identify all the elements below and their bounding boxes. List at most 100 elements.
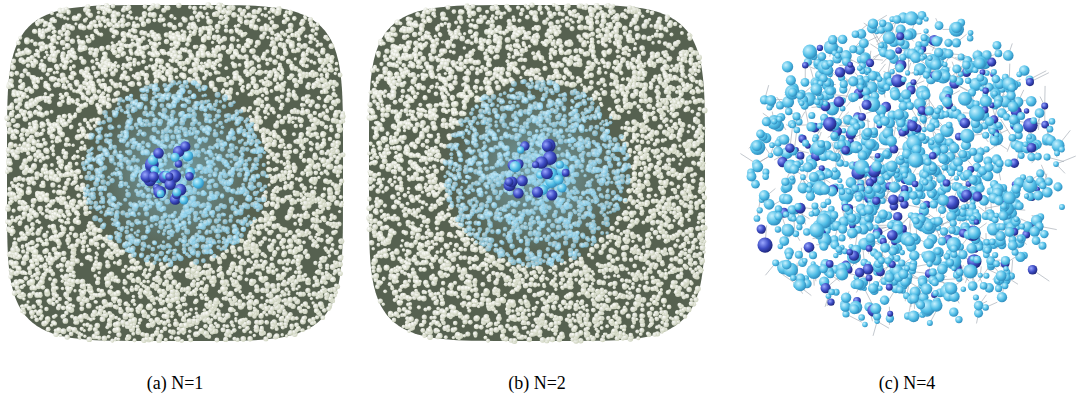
water-atom	[210, 318, 213, 321]
water-atom	[331, 99, 337, 105]
water-atom	[102, 11, 107, 16]
water-atom	[79, 306, 84, 311]
water-atom	[294, 57, 297, 60]
water-atom	[60, 40, 66, 46]
water-atom	[17, 176, 22, 181]
water-atom	[339, 195, 343, 199]
water-atom	[276, 54, 281, 59]
water-atom	[228, 307, 234, 313]
water-atom	[33, 41, 38, 46]
water-atom	[16, 114, 21, 119]
water-atom	[329, 218, 333, 222]
water-atom	[48, 266, 51, 269]
water-atom	[182, 17, 187, 22]
water-atom	[306, 277, 309, 280]
water-atom	[31, 232, 35, 236]
water-atom	[24, 236, 27, 239]
water-atom	[169, 14, 173, 18]
water-atom	[81, 25, 86, 30]
water-atom	[271, 51, 276, 56]
water-atom	[56, 71, 59, 74]
water-atom	[329, 43, 335, 49]
water-atom	[10, 84, 14, 88]
water-atom	[301, 96, 306, 101]
water-atom	[327, 68, 331, 72]
water-atom	[23, 116, 29, 122]
water-atom	[188, 330, 192, 334]
water-atom	[61, 287, 65, 291]
water-atom	[26, 300, 29, 303]
water-atom	[51, 94, 54, 97]
water-atom	[48, 87, 52, 91]
water-atom	[10, 229, 16, 235]
water-atom	[179, 323, 184, 328]
water-atom	[162, 326, 167, 331]
water-atom	[288, 12, 292, 16]
water-atom	[323, 35, 328, 40]
water-atom	[215, 29, 219, 33]
water-atom	[49, 269, 54, 274]
water-atom	[177, 337, 181, 341]
water-atom	[315, 296, 319, 300]
water-atom	[315, 142, 319, 146]
water-atom	[17, 254, 22, 259]
water-atom	[274, 333, 280, 339]
water-atom	[97, 11, 101, 15]
water-atom	[52, 53, 58, 59]
water-atom	[108, 302, 113, 307]
water-atom	[287, 76, 291, 80]
water-atom	[319, 150, 324, 155]
water-atom	[120, 23, 125, 28]
water-atom	[276, 273, 281, 278]
water-atom	[322, 104, 327, 109]
water-atom	[324, 152, 328, 156]
water-atom	[283, 51, 289, 57]
water-atom	[146, 18, 151, 23]
water-atom	[38, 292, 42, 296]
water-atom	[19, 189, 24, 194]
water-atom	[325, 263, 330, 268]
water-atom	[310, 225, 314, 229]
water-atom	[95, 300, 98, 303]
water-atom	[305, 288, 310, 293]
water-atom	[302, 240, 306, 244]
water-atom	[102, 299, 108, 305]
water-atom	[94, 323, 100, 329]
water-atom	[265, 299, 269, 303]
water-atom	[282, 20, 286, 24]
water-atom	[80, 333, 84, 337]
water-atom	[144, 333, 149, 338]
water-atom	[315, 103, 321, 109]
water-atom	[226, 5, 231, 10]
water-atom	[193, 319, 197, 323]
water-atom	[70, 39, 75, 44]
water-atom	[203, 6, 207, 10]
water-atom	[60, 263, 65, 268]
water-atom	[8, 161, 13, 166]
water-atom	[286, 59, 291, 64]
water-atom	[270, 31, 275, 36]
water-atom	[230, 36, 236, 42]
water-atom	[55, 66, 60, 71]
water-atom	[151, 12, 157, 18]
water-atom	[54, 314, 58, 318]
water-atom	[29, 113, 33, 117]
water-atom	[55, 286, 59, 290]
water-atom	[66, 11, 70, 15]
water-atom	[224, 28, 229, 33]
water-atom	[308, 318, 313, 323]
water-atom	[214, 322, 217, 325]
water-atom	[197, 19, 200, 22]
water-atom	[186, 318, 192, 324]
water-atom	[326, 221, 331, 226]
water-atom	[49, 68, 53, 72]
water-atom	[30, 216, 34, 220]
water-atom	[239, 318, 244, 323]
water-atom	[297, 42, 302, 47]
water-atom	[11, 225, 15, 229]
water-atom	[315, 44, 318, 47]
water-atom	[82, 47, 86, 51]
water-atom	[164, 338, 168, 342]
water-atom	[338, 255, 344, 261]
water-atom	[30, 39, 34, 43]
